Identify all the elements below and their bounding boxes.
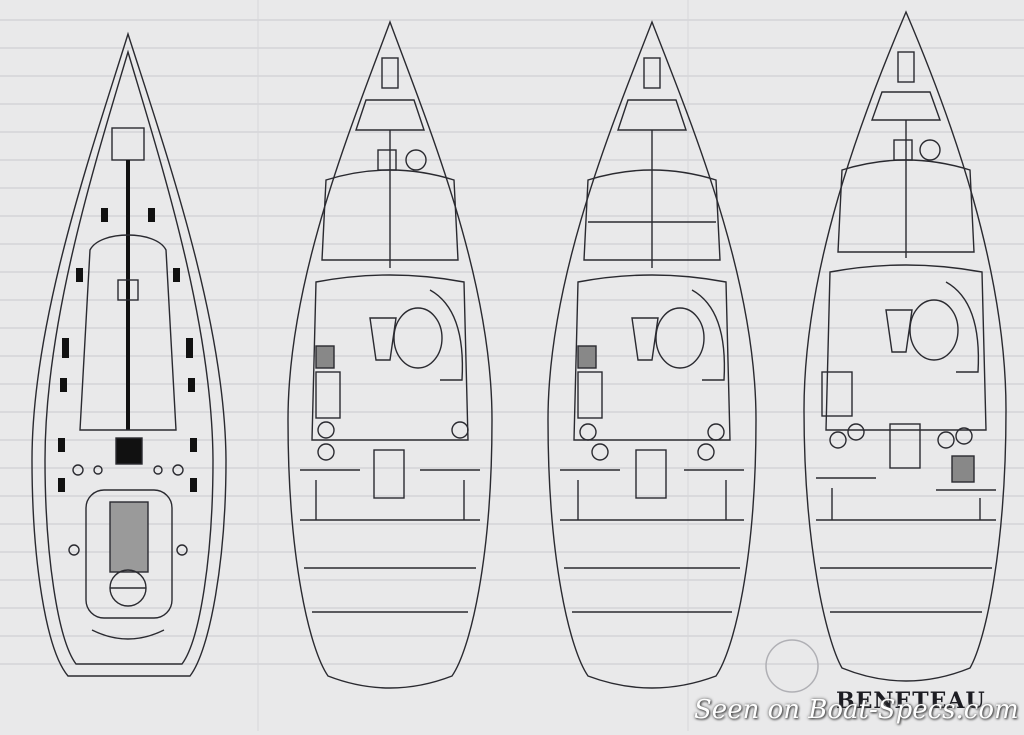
deck-winches [68, 464, 188, 556]
layout-a-settee [429, 289, 464, 381]
cockpit [85, 489, 173, 619]
layout-b-hull-outline [547, 20, 757, 689]
interior-layout-b [547, 20, 757, 689]
site-watermark: Seen on Boat-Specs.com [694, 695, 1019, 725]
layout-c-companionway [889, 423, 921, 469]
layout-a-head-sink [405, 149, 427, 171]
deck-plan [31, 31, 227, 677]
deck-mast-step [111, 127, 145, 161]
layout-a-forward-cabin [321, 169, 459, 261]
layout-a-head [377, 149, 397, 171]
brand-stamp [765, 639, 819, 693]
deck-hatch-fore [117, 279, 139, 301]
layout-b-companionway [635, 449, 667, 499]
layout-b-galley-stove [577, 345, 597, 369]
cockpit-grating [109, 501, 149, 573]
deck-inner-outline [44, 49, 214, 665]
layout-a-saloon [311, 274, 469, 441]
layout-a-hull-outline [287, 19, 493, 689]
deck-hardware [58, 208, 197, 492]
layout-a-forepeak [355, 99, 425, 131]
deck-hull-outline [31, 31, 227, 677]
deck-coachroof [79, 234, 177, 431]
interior-layout-c [803, 10, 1007, 682]
layout-a-saloon-table [393, 307, 443, 369]
brand-logo: BENETEAU [836, 688, 986, 714]
layout-c-galley-stove [951, 455, 975, 483]
layout-b-saloon-table [655, 307, 705, 369]
deck-companionway [115, 437, 143, 465]
layout-a-companionway [373, 449, 405, 499]
layout-c-hull-outline [803, 10, 1007, 682]
interior-layout-a [287, 19, 493, 689]
stern-seat [91, 629, 165, 640]
layout-c-saloon-table [909, 299, 959, 361]
layout-a-galley-stove [315, 345, 335, 369]
